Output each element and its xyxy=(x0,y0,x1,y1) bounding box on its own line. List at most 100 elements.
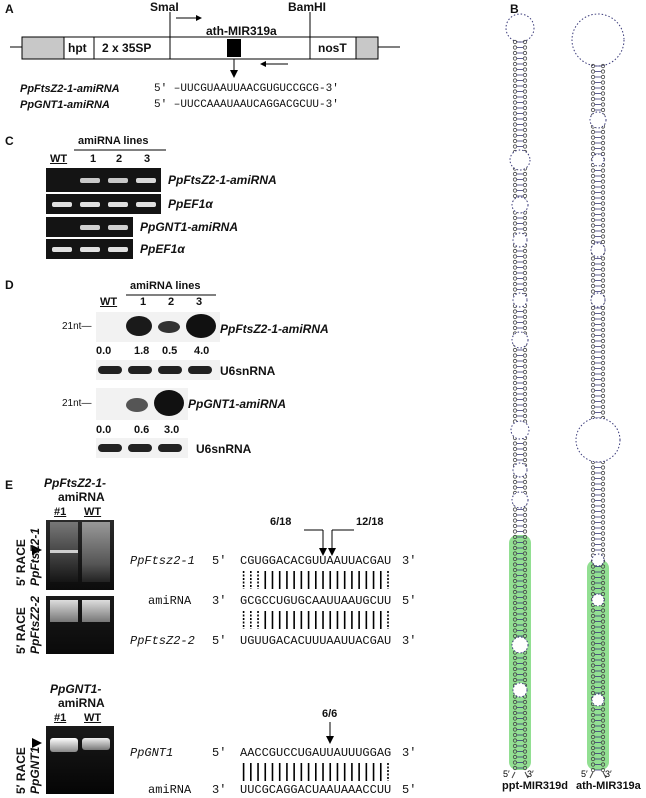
ppt-mir319d-nucleotide xyxy=(512,347,518,353)
ath-mir319a-nucleotide xyxy=(590,498,596,503)
ath-mir319a-nucleotide xyxy=(600,481,606,487)
ath-mir319a-nucleotide xyxy=(590,80,596,85)
ppt-mir319d-3p-label: 3′ xyxy=(527,769,534,779)
ppt-mir319d-nucleotide xyxy=(512,72,518,78)
ath-mir319a-nucleotide xyxy=(590,355,596,360)
ath-mir319a-nucleotide xyxy=(600,476,606,481)
d-group-label: amiRNA lines xyxy=(130,280,201,292)
ath-mir319a-nucleotide xyxy=(590,531,596,536)
ath-mir319a-nucleotide xyxy=(600,641,606,646)
e-a1-pairing-1 xyxy=(242,571,389,589)
ath-mir319a-3p-end xyxy=(602,771,607,779)
ppt-mir319d-nucleotide xyxy=(522,452,528,457)
ppt-mir319d-nucleotide xyxy=(522,89,528,94)
ath-mir319a-nucleotide xyxy=(600,756,606,762)
ppt-mir319d-3p-end xyxy=(524,771,529,779)
ath-mir319a-nucleotide xyxy=(590,173,596,179)
ath-mir319a-nucleotide xyxy=(600,740,606,745)
ppt-mir319d-nucleotide xyxy=(512,479,518,485)
ath-mir319a-nucleotide xyxy=(590,338,596,344)
ath-mir319a-nucleotide xyxy=(600,261,606,267)
ath-mir319a-nucleotide xyxy=(600,745,606,751)
ath-mir319a-nucleotide xyxy=(600,382,606,388)
ath-mir319a-nucleotide xyxy=(590,223,596,228)
ath-mir319a-nucleotide xyxy=(600,619,606,624)
ppt-mir319d-nucleotide xyxy=(512,386,518,391)
d-blot2 xyxy=(96,388,188,420)
c-lane-2: 2 xyxy=(116,153,123,165)
d-val1-2: 0.5 xyxy=(162,345,178,357)
ath-mir319a-nucleotide xyxy=(590,470,596,476)
ppt-mir319d-nucleotide xyxy=(522,485,528,490)
ppt-mir319d-nucleotide xyxy=(522,584,528,589)
ppt-mir319d-nucleotide xyxy=(512,221,518,226)
ppt-mir319d-nucleotide xyxy=(522,677,528,683)
e-race-label-3: 5′ RACE xyxy=(14,747,28,794)
ath-mir319a-nucleotide xyxy=(590,267,596,272)
ppt-mir319d-nucleotide xyxy=(522,193,528,199)
ppt-mir319d-nucleotide xyxy=(522,116,528,122)
ppt-mir319d-nucleotide xyxy=(522,402,528,408)
ath-mir319a-internal-loop xyxy=(590,292,606,308)
ppt-mir319d-nucleotide xyxy=(522,276,528,281)
ppt-mir319d-nucleotide xyxy=(522,606,528,611)
ppt-mir319d-nucleotide xyxy=(512,182,518,188)
panel-label-c: C xyxy=(5,134,14,148)
ath-mir319a-nucleotide xyxy=(590,751,596,756)
ath-mir319a-nucleotide xyxy=(600,107,606,113)
ppt-mir319d-nucleotide xyxy=(522,512,528,518)
ath-mir319a-nucleotide xyxy=(600,514,606,520)
d-lane-2: 2 xyxy=(168,296,175,308)
ath-mir319a-nucleotide xyxy=(600,366,606,371)
ppt-mir319d-nucleotide xyxy=(522,364,528,369)
ppt-mir319d-nucleotide xyxy=(512,402,518,408)
ppt-mir319d-nucleotide xyxy=(512,309,518,314)
ath-mir319a-nucleotide xyxy=(600,690,606,696)
ath-mir319a-nucleotide xyxy=(590,674,596,679)
ppt-mir319d-nucleotide xyxy=(512,320,518,325)
ppt-mir319d-nucleotide xyxy=(512,61,518,67)
ppt-mir319d-nucleotide xyxy=(522,545,528,551)
panel-label-a: A xyxy=(5,2,14,16)
ath-mir319a-nucleotide xyxy=(600,674,606,679)
e-gel-1 xyxy=(46,520,114,590)
ppt-mir319d-nucleotide xyxy=(522,765,528,771)
ath-mir319a-nucleotide xyxy=(590,679,596,685)
ppt-mir319d-internal-loop xyxy=(511,331,529,349)
hairpin-structures: 5′3′5′3′ xyxy=(503,13,625,779)
ppt-mir319d-nucleotide xyxy=(512,754,518,760)
e-title2a: PpGNT1- xyxy=(50,682,102,696)
ppt-mir319d-nucleotide xyxy=(512,551,518,556)
ppt-mir319d-nucleotide xyxy=(522,754,528,760)
ath-mir319a-nucleotide xyxy=(600,140,606,146)
ath-mir319a-nucleotide xyxy=(590,168,596,173)
ath-mir319a-nucleotide xyxy=(590,69,596,74)
ppt-mir319d-nucleotide xyxy=(512,512,518,518)
ppt-mir319d-nucleotide xyxy=(522,732,528,738)
d-u6-1 xyxy=(96,360,220,380)
ppt-mir319d-nucleotide xyxy=(522,287,528,292)
ath-mir319a-nucleotide xyxy=(590,641,596,646)
hairpin-label-2: ath-MIR319a xyxy=(576,780,641,792)
ppt-mir319d-nucleotide xyxy=(512,606,518,611)
d-val2-1: 0.6 xyxy=(134,424,150,436)
ath-mir319a-nucleotide xyxy=(590,349,596,355)
ppt-mir319d-nucleotide xyxy=(512,408,518,413)
construct-diagram xyxy=(10,12,400,78)
ppt-mir319d-nucleotide xyxy=(512,325,518,331)
ath-mir319a-nucleotide xyxy=(590,663,596,668)
e-a2-row1-p5: 5′ xyxy=(212,746,227,760)
ath-mir319a-nucleotide xyxy=(590,707,596,712)
e-a2-row1-p3: 3′ xyxy=(402,746,417,760)
ath-mir319a-nucleotide xyxy=(590,624,596,630)
ath-mir319a-nucleotide xyxy=(600,586,606,591)
d-lane-3: 3 xyxy=(196,296,203,308)
ath-mir319a-nucleotide xyxy=(600,129,606,135)
ath-mir319a-nucleotide xyxy=(590,536,596,542)
c-row-ftsz-label: PpFtsZ2-1-amiRNA xyxy=(168,173,277,187)
ath-mir319a-nucleotide xyxy=(600,278,606,283)
ppt-mir319d-nucleotide xyxy=(522,265,528,270)
c-gel-ftsz xyxy=(46,168,161,192)
ath-mir319a-nucleotide xyxy=(590,657,596,663)
ath-mir319a-internal-loop xyxy=(591,593,605,607)
